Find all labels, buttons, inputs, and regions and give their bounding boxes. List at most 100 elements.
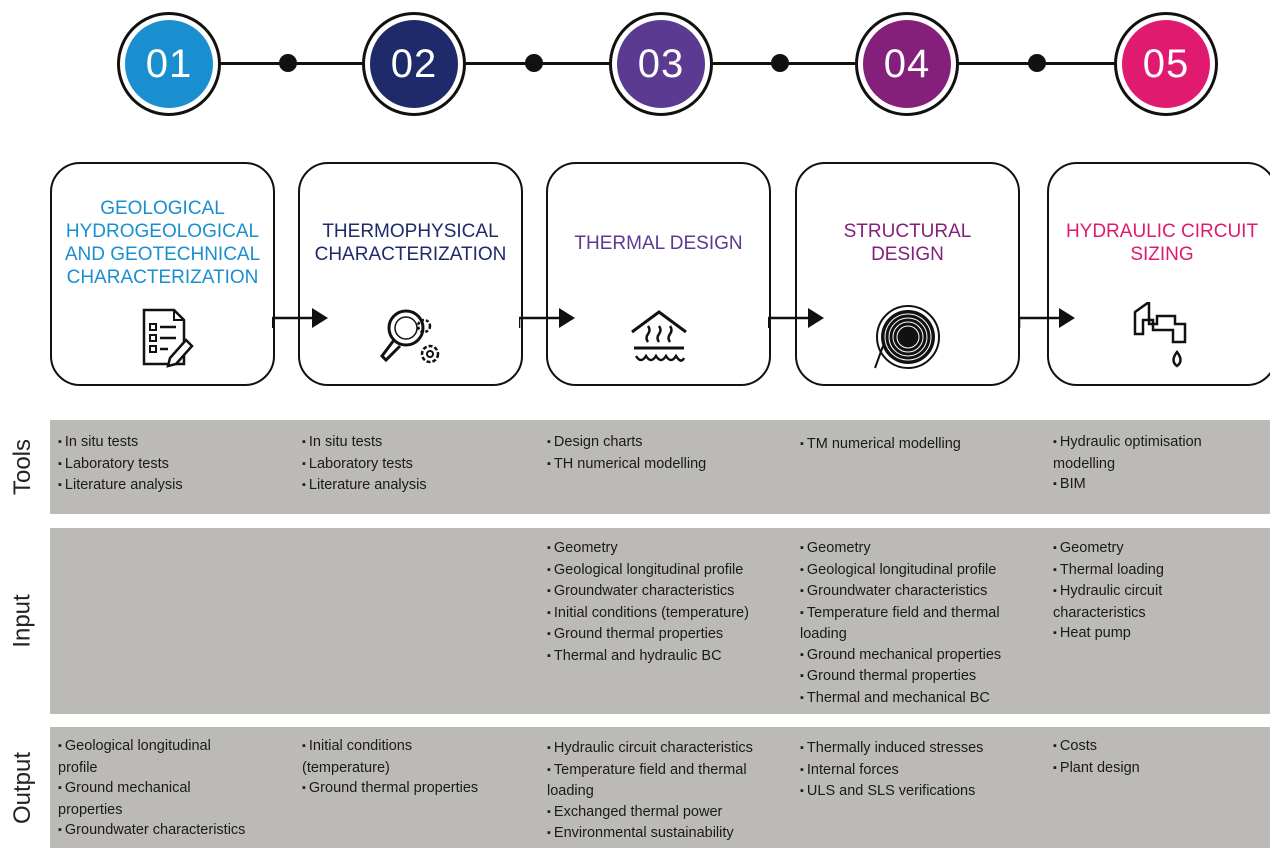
row-label-text: Tools <box>9 438 36 496</box>
bullet-item: Ground thermal properties <box>800 666 1001 688</box>
bullet-item: Environmental sustainability <box>547 823 753 845</box>
bullet-item: Heat pump <box>1053 623 1164 645</box>
step-number-2: 02 <box>362 12 466 116</box>
bullet-item: Geometry <box>1053 538 1164 560</box>
tools-cell-3: Design chartsTH numerical modelling <box>547 432 706 475</box>
bullet-item: Literature analysis <box>302 475 427 497</box>
step-box-structural-design: STRUCTURAL DESIGN <box>795 162 1020 386</box>
step-number-5: 05 <box>1114 12 1218 116</box>
bullet-item: Exchanged thermal power <box>547 802 753 824</box>
bullet-item: profile <box>58 759 98 776</box>
bullet-item: Groundwater characteristics <box>547 581 749 603</box>
bullet-item: Geometry <box>800 538 1001 560</box>
output-cell-4: Thermally induced stressesInternal force… <box>800 738 984 803</box>
step-number-circle: 02 <box>370 20 458 108</box>
step-number-3: 03 <box>609 12 713 116</box>
bullet-item: Ground thermal properties <box>302 778 478 800</box>
timeline-dot <box>1028 54 1046 72</box>
heat-house-icon <box>630 310 687 362</box>
bullet-item: (temperature) <box>302 759 390 776</box>
bullet-item: loading <box>800 626 847 642</box>
bullet-item: Geological longitudinal profile <box>800 560 1001 582</box>
bullet-item: Thermal and mechanical BC <box>800 688 1001 710</box>
step-number-circle: 03 <box>617 20 705 108</box>
connector-arrow <box>768 308 824 328</box>
step-title: THERMAL DESIGN <box>574 232 743 254</box>
tools-cell-2: In situ testsLaboratory testsLiterature … <box>302 432 427 497</box>
bullet-item: Design charts <box>547 432 706 454</box>
output-cell-2: Initial conditions(temperature) Ground th… <box>302 736 478 800</box>
bullet-item: Initial conditions (temperature) <box>547 603 749 625</box>
tools-cell-4: TM numerical modelling <box>800 434 961 456</box>
bullet-item: Hydraulic optimisation <box>1053 432 1202 454</box>
bullet-item: Laboratory tests <box>302 454 427 476</box>
bullet-item: Temperature field and thermal <box>547 760 753 782</box>
output-cell-3: Hydraulic circuit characteristicsTempera… <box>547 738 753 845</box>
input-cell-5: GeometryThermal loadingHydraulic circuit… <box>1053 538 1164 645</box>
row-label-text: Output <box>9 751 37 824</box>
step-box-thermophysical: THERMOPHYSICAL CHARACTERIZATION <box>298 162 523 386</box>
bullet-item: TH numerical modelling <box>547 454 706 476</box>
step-number-circle: 04 <box>863 20 951 108</box>
step-title: STRUCTURAL DESIGN <box>843 221 972 265</box>
bullet-item: properties <box>58 801 123 818</box>
bullet-item: characteristics <box>1053 604 1146 621</box>
timeline-dot <box>279 54 297 72</box>
output-row-label: Output <box>6 727 40 848</box>
bullet-item: Ground mechanical <box>58 778 245 800</box>
connector-arrow <box>1019 308 1075 328</box>
bullet-item: loading <box>547 783 594 799</box>
step-box-hydraulic: HYDRAULIC CIRCUIT SIZING <box>1047 162 1270 386</box>
bullet-item: Ground thermal properties <box>547 624 749 646</box>
row-label-text: Input <box>9 594 37 648</box>
step-number-1: 01 <box>117 12 221 116</box>
step-title: HYDRAULIC CIRCUIT SIZING <box>1065 221 1259 265</box>
bullet-item: Literature analysis <box>58 475 183 497</box>
bullet-item: Internal forces <box>800 760 983 782</box>
connector-arrow <box>272 308 328 328</box>
bullet-item: modelling <box>1053 455 1116 472</box>
input-row-label: Input <box>6 528 40 714</box>
bullet-item: Hydraulic circuit characteristics <box>547 738 753 760</box>
bullet-item: Ground mechanical properties <box>800 645 1001 667</box>
bullet-item: BIM <box>1053 474 1202 496</box>
step-title: GEOLOGICAL HYDROGEOLOGICAL AND GEOTECHNI… <box>64 198 261 288</box>
bullet-item: Geometry <box>547 538 749 560</box>
output-cell-5: CostsPlant design <box>1053 736 1140 779</box>
tunnel-section-icon <box>873 305 940 369</box>
tools-cell-1: In situ testsLaboratory testsLiterature … <box>58 432 183 497</box>
step-number-circle: 01 <box>125 20 213 108</box>
input-cell-3: GeometryGeological longitudinal profileG… <box>547 538 749 667</box>
bullet-item: Groundwater characteristics <box>58 820 246 842</box>
bullet-item: Hydraulic circuit <box>1053 581 1164 603</box>
tools-row-label: Tools <box>6 420 40 514</box>
step-title: THERMOPHYSICAL CHARACTERIZATION <box>314 221 507 265</box>
tools-cell-5: Hydraulic optimisationmodellingBIM <box>1053 432 1202 496</box>
bullet-item: In situ tests <box>58 432 183 454</box>
bullet-item: In situ tests <box>302 432 427 454</box>
bullet-item: Thermal loading <box>1053 560 1164 582</box>
bullet-item: Temperature field and thermal <box>800 603 1001 625</box>
bullet-item: Plant design <box>1053 758 1140 780</box>
bullet-item: Groundwater characteristics <box>800 581 1001 603</box>
bullet-item: Thermally induced stresses <box>800 738 984 760</box>
step-number-circle: 05 <box>1122 20 1210 108</box>
faucet-drop-icon <box>1133 302 1187 368</box>
bullet-item: Geological longitudinal profile <box>547 560 749 582</box>
bullet-item: Laboratory tests <box>58 454 183 476</box>
bullet-item: Initial conditions <box>302 736 478 758</box>
document-checklist-icon <box>142 308 194 368</box>
bullet-item: TM numerical modelling <box>800 434 961 456</box>
bullet-item: Costs <box>1053 736 1140 758</box>
magnifier-gears-icon <box>379 309 439 364</box>
bullet-item: ULS and SLS verifications <box>800 781 983 803</box>
connector-arrow <box>519 308 575 328</box>
input-cell-4: GeometryGeological longitudinal profileG… <box>800 538 1001 709</box>
step-box-geological: GEOLOGICAL HYDROGEOLOGICAL AND GEOTECHNI… <box>50 162 275 386</box>
step-number-4: 04 <box>855 12 959 116</box>
bullet-item: Thermal and hydraulic BC <box>547 646 749 668</box>
step-box-thermal-design: THERMAL DESIGN <box>546 162 771 386</box>
timeline-dot <box>525 54 543 72</box>
output-cell-1: Geological longitudinalprofileGround mec… <box>58 736 245 842</box>
bullet-item: Geological longitudinal <box>58 736 245 758</box>
